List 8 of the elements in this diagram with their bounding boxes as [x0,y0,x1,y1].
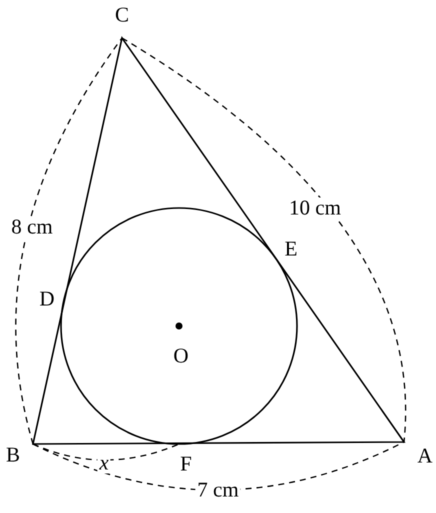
point-label: D [38,288,56,310]
point-label: F [179,454,193,474]
point-label: B [5,444,21,466]
dimension-label: 8 cm [9,216,55,238]
point-label: E [284,238,298,260]
point-label: O [172,346,190,366]
point-label: C [114,4,130,26]
point-label: A [416,446,434,466]
